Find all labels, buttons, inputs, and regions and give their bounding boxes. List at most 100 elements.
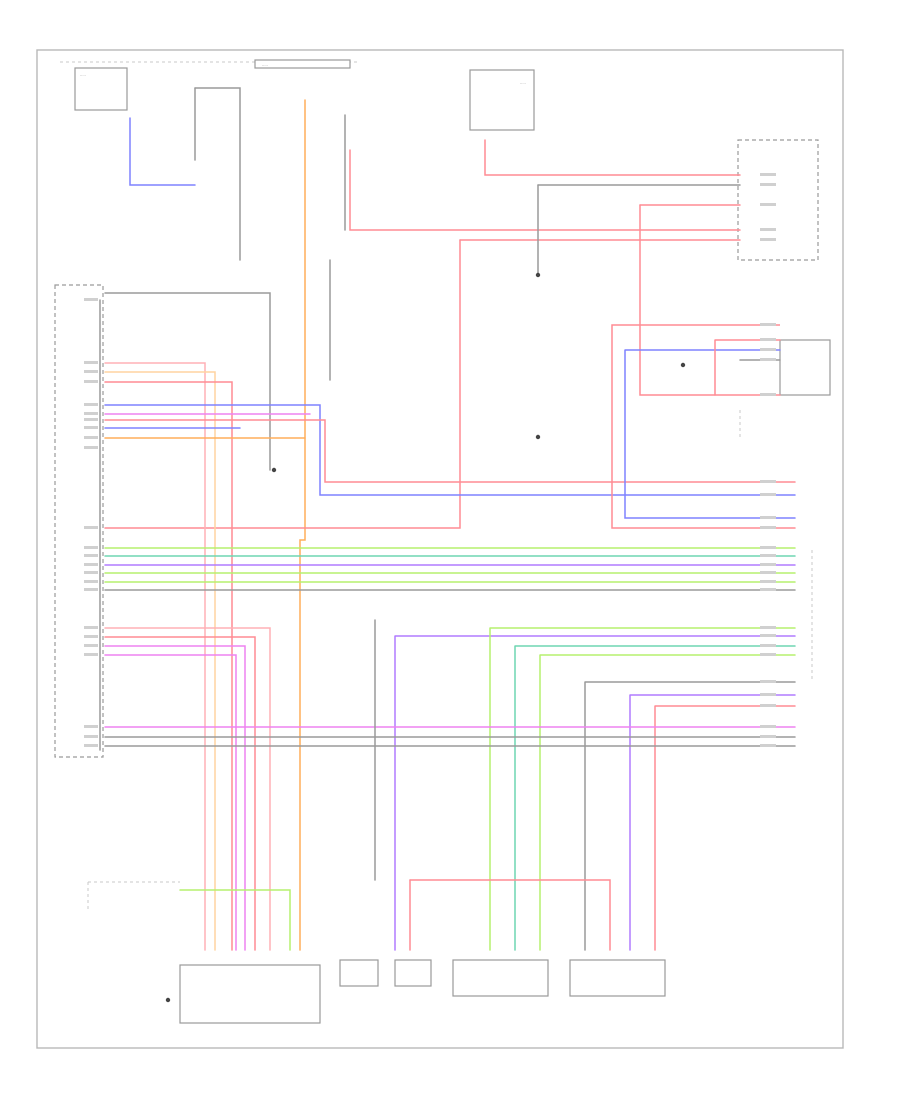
pin-tick xyxy=(84,744,98,747)
wire-red xyxy=(611,324,796,529)
pin-tick xyxy=(84,626,98,629)
pin-tick xyxy=(84,588,98,591)
pin-tick xyxy=(760,526,776,529)
control-switch xyxy=(179,964,321,1024)
wire-red xyxy=(104,381,233,951)
damper-right-front xyxy=(452,959,549,997)
pin-tick xyxy=(84,446,98,449)
pin-tick xyxy=(760,228,776,231)
pin-tick xyxy=(760,634,776,637)
wire-blue xyxy=(129,117,196,186)
pin-tick xyxy=(760,493,776,496)
pin-tick xyxy=(760,358,776,361)
main-control-module xyxy=(54,284,104,758)
pin-tick xyxy=(760,203,776,206)
wire-blue xyxy=(104,404,796,496)
right-components xyxy=(737,139,831,680)
pin-tick xyxy=(760,348,776,351)
pin-tick xyxy=(760,580,776,583)
pin-tick xyxy=(760,571,776,574)
pin-tick xyxy=(760,238,776,241)
pin-tick xyxy=(760,480,776,483)
pin-tick xyxy=(760,693,776,696)
pin-tick xyxy=(760,704,776,707)
wire-red xyxy=(104,239,461,529)
wire-green xyxy=(179,889,291,951)
wire-red xyxy=(104,636,256,951)
wire-magenta xyxy=(104,654,237,951)
pin-tick xyxy=(84,725,98,728)
wire-blue xyxy=(624,349,796,519)
pin-tick xyxy=(84,735,98,738)
pin-tick xyxy=(84,436,98,439)
pin-tick xyxy=(84,653,98,656)
pin-tick xyxy=(760,338,776,341)
pin-tick xyxy=(760,323,776,326)
wire-magenta xyxy=(104,645,246,951)
pin-tick xyxy=(760,626,776,629)
wire-red xyxy=(349,149,741,231)
wire-green xyxy=(489,627,796,951)
damper-left xyxy=(339,959,379,987)
pin-tick xyxy=(760,644,776,647)
pin-tick xyxy=(84,380,98,383)
wire-red xyxy=(654,705,796,951)
wire-pink xyxy=(104,627,271,951)
pin-tick xyxy=(84,418,98,421)
pin-tick xyxy=(84,412,98,415)
pin-tick xyxy=(84,403,98,406)
wire-gray xyxy=(194,87,241,261)
pin-tick xyxy=(84,563,98,566)
pin-tick xyxy=(760,563,776,566)
pin-tick xyxy=(84,370,98,373)
wire-harness xyxy=(104,87,796,951)
damper-center xyxy=(394,959,432,987)
pin-tick xyxy=(84,361,98,364)
wire-teal xyxy=(514,645,796,951)
pin-tick xyxy=(84,546,98,549)
wire-green xyxy=(539,654,796,951)
wire-red xyxy=(639,204,781,396)
module-pin-labels xyxy=(84,298,98,747)
pin-tick xyxy=(84,580,98,583)
wire-gray xyxy=(104,292,271,471)
pin-tick xyxy=(760,744,776,747)
pin-tick xyxy=(84,635,98,638)
wire-gray xyxy=(584,681,796,951)
svg-text:.....: ..... xyxy=(80,72,86,77)
fuse-block-header: ..... ..... ..... xyxy=(60,59,535,131)
ground-points xyxy=(165,272,686,1003)
pin-tick xyxy=(760,680,776,683)
svg-text:.....: ..... xyxy=(262,62,268,67)
bottom-components xyxy=(87,881,666,1024)
diagram-border xyxy=(36,49,844,1049)
pin-tick xyxy=(84,298,98,301)
pin-tick xyxy=(760,393,776,396)
pin-tick xyxy=(760,735,776,738)
pin-tick xyxy=(760,516,776,519)
pin-tick xyxy=(84,571,98,574)
wire-orange xyxy=(299,99,306,951)
right-pin-labels xyxy=(760,173,776,747)
pin-tick xyxy=(84,644,98,647)
wire-purple xyxy=(394,635,796,951)
pin-tick xyxy=(760,183,776,186)
pin-tick xyxy=(760,653,776,656)
pin-tick xyxy=(84,526,98,529)
pin-tick xyxy=(760,546,776,549)
wire-red xyxy=(409,879,611,951)
pin-tick xyxy=(84,426,98,429)
wire-light_orange xyxy=(104,371,216,951)
wire-red xyxy=(104,419,796,483)
pin-tick xyxy=(760,588,776,591)
pin-tick xyxy=(760,173,776,176)
pin-tick xyxy=(760,725,776,728)
wire-red xyxy=(484,139,741,176)
svg-text:.....: ..... xyxy=(520,80,526,85)
pin-tick xyxy=(84,554,98,557)
wire-pink xyxy=(104,362,206,951)
damper-rear xyxy=(569,959,666,997)
pin-tick xyxy=(760,554,776,557)
